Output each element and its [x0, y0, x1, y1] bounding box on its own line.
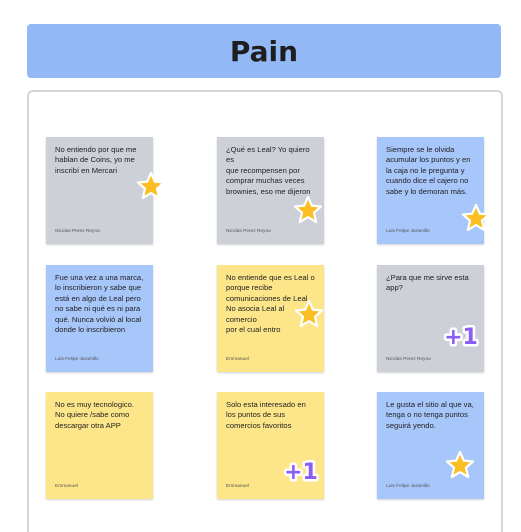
- note-text: Solo esta interesado en los puntos de su…: [226, 400, 306, 430]
- note-author: Nicolas Perez Reyna: [386, 357, 431, 362]
- note-text: No es muy tecnologico. No quiere /sabe c…: [55, 400, 134, 430]
- note-text: No entiendo por que me hablan de Coins, …: [55, 145, 137, 175]
- plus-one-label: +1: [444, 325, 478, 350]
- note-text: No entiende que es Leal o porque recibe …: [226, 273, 315, 335]
- sticky-note[interactable]: ¿Qué es Leal? Yo quiero es que recompens…: [217, 137, 324, 244]
- note-author: Luis Felipe Jaramillo: [55, 357, 99, 362]
- note-author: Luis Felipe Jaramillo: [386, 484, 430, 489]
- note-author: Emmanuel: [55, 484, 78, 489]
- note-author: Emmanuel: [226, 484, 249, 489]
- note-text: ¿Qué es Leal? Yo quiero es que recompens…: [226, 145, 311, 196]
- plus-one-icon[interactable]: +1 +1: [442, 319, 481, 353]
- star-icon[interactable]: [136, 171, 166, 201]
- star-icon[interactable]: [461, 203, 491, 233]
- sticky-note[interactable]: Fue una vez a una marca, lo inscribieron…: [46, 265, 153, 372]
- note-text: ¿Para que me sirve esta app?: [386, 273, 469, 293]
- sticky-note[interactable]: Le gusta el sitio al que va, tenga o no …: [377, 392, 484, 499]
- note-author: Nicolas Perez Reyna: [55, 229, 100, 234]
- note-text: Siempre se le olvida acumular los puntos…: [386, 145, 471, 196]
- plus-one-outline: +1: [284, 460, 318, 485]
- note-author: Emmanuel: [226, 357, 249, 362]
- star-icon[interactable]: [293, 195, 323, 225]
- plus-one-label: +1: [284, 460, 318, 485]
- page-title: Pain: [229, 34, 299, 68]
- sticky-note[interactable]: No entiendo por que me hablan de Coins, …: [46, 137, 166, 244]
- page-header: Pain: [27, 24, 501, 78]
- star-icon[interactable]: [445, 450, 475, 480]
- sticky-note[interactable]: Solo esta interesado en los puntos de su…: [217, 392, 324, 499]
- star-icon[interactable]: [294, 299, 324, 329]
- note-author: Nicolas Perez Reyna: [226, 229, 271, 234]
- note-text: Fue una vez a una marca, lo inscribieron…: [55, 273, 144, 335]
- note-author: Luis Felipe Jaramillo: [386, 229, 430, 234]
- sticky-note[interactable]: ¿Para que me sirve esta app? Nicolas Per…: [377, 265, 484, 372]
- plus-one-icon[interactable]: +1 +1: [282, 454, 321, 488]
- sticky-note[interactable]: No es muy tecnologico. No quiere /sabe c…: [46, 392, 153, 499]
- plus-one-outline: +1: [444, 325, 478, 350]
- sticky-note[interactable]: Siempre se le olvida acumular los puntos…: [377, 137, 491, 244]
- note-text: Le gusta el sitio al que va, tenga o no …: [386, 400, 474, 430]
- sticky-note[interactable]: No entiende que es Leal o porque recibe …: [217, 265, 324, 372]
